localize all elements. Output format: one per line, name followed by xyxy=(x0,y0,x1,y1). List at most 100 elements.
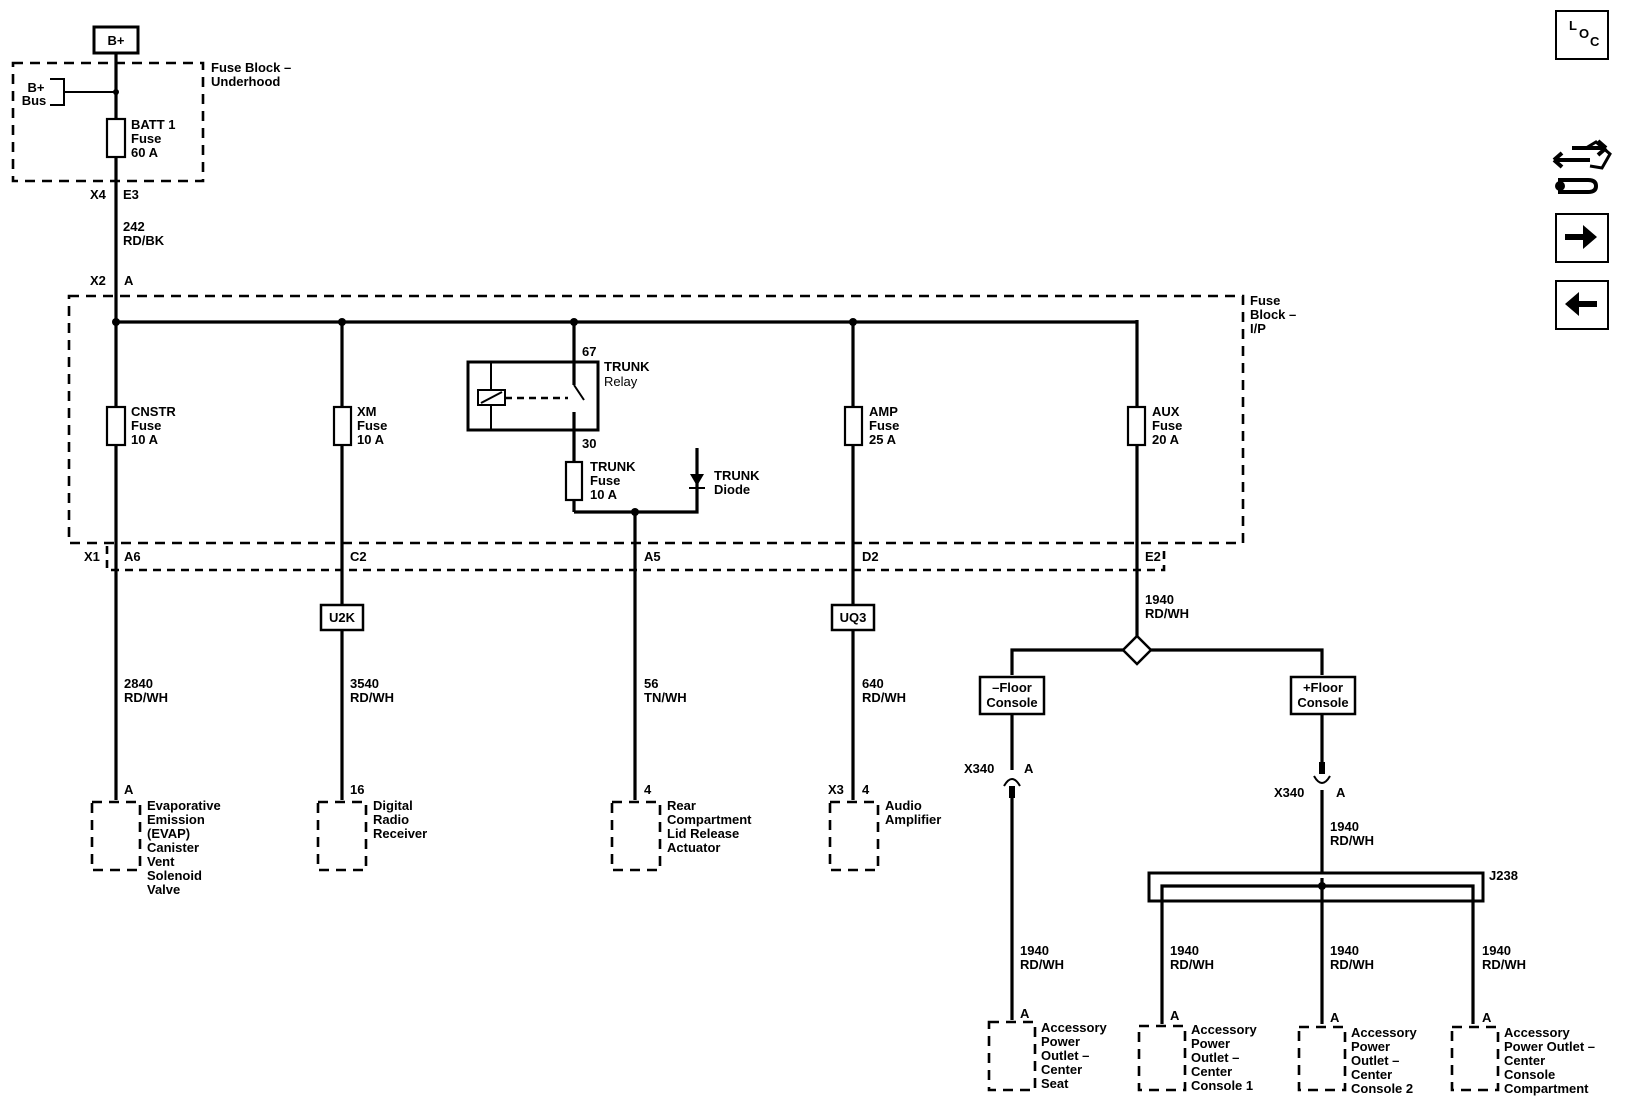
label-text: Amplifier xyxy=(885,812,941,827)
label-text: Emission xyxy=(147,812,205,827)
label-text: I/P xyxy=(1250,321,1266,336)
outlet-seat-pin: A xyxy=(1020,1006,1030,1021)
label-text: Center xyxy=(1351,1067,1392,1082)
label-text: 10 A xyxy=(590,487,618,502)
label-text: 242 xyxy=(123,219,145,234)
label-text: RD/WH xyxy=(1170,957,1214,972)
label-text: Fuse Block – xyxy=(211,60,291,75)
label-text: BATT 1 xyxy=(131,117,176,132)
label-text: RD/WH xyxy=(124,690,168,705)
label-text: Bus xyxy=(22,93,47,108)
label-text: Rear xyxy=(667,798,696,813)
label-text: 1940 xyxy=(1330,943,1359,958)
loc-letter: C xyxy=(1590,34,1600,49)
cnstr-fuse xyxy=(105,405,127,447)
connector-x1: X1 xyxy=(84,549,100,564)
label-text: AMP xyxy=(869,404,898,419)
connector-views-button[interactable] xyxy=(1550,138,1616,198)
label-text: Fuse xyxy=(1152,418,1182,433)
b-plus-bus-label: B+ Bus xyxy=(22,80,47,108)
trunk-fuse xyxy=(564,460,584,502)
outlet-center-seat xyxy=(987,1020,1037,1092)
label-text: Fuse xyxy=(1250,293,1280,308)
x340-right-label: X340 xyxy=(1274,785,1304,800)
amp-fuse xyxy=(843,405,864,447)
label-text: RD/WH xyxy=(1145,606,1189,621)
label-text: Console 2 xyxy=(1351,1081,1413,1096)
label-text: 10 A xyxy=(131,432,159,447)
aux-fuse xyxy=(1126,405,1147,447)
label-text: Diode xyxy=(714,482,750,497)
connector-x4: X4 xyxy=(90,187,107,202)
label-text: Fuse xyxy=(131,131,161,146)
relay-pin-67: 67 xyxy=(582,344,596,359)
label-text: Solenoid xyxy=(147,868,202,883)
label-text: Power xyxy=(1351,1039,1390,1054)
pin-a: A xyxy=(124,273,134,288)
outlet-center-console-2-label: Accessory Power Outlet – Center Console … xyxy=(1351,1025,1418,1096)
label-text: Valve xyxy=(147,882,180,897)
label-text: 1940 xyxy=(1145,592,1174,607)
wire-2840-label: 2840 RD/WH xyxy=(124,676,168,705)
label-text: Power Outlet – xyxy=(1504,1039,1595,1054)
aux-fuse-label: AUX Fuse 20 A xyxy=(1152,404,1182,447)
label-text: RD/BK xyxy=(123,233,165,248)
outlet-center-console-compartment-label: Accessory Power Outlet – Center Console … xyxy=(1504,1025,1595,1096)
label-text: TRUNK xyxy=(714,468,760,483)
label-text: RD/WH xyxy=(1482,957,1526,972)
rear-lid-component xyxy=(610,800,662,872)
label-text: Center xyxy=(1041,1062,1082,1077)
label-text: Center xyxy=(1504,1053,1545,1068)
fuse-block-underhood-outline xyxy=(11,61,205,183)
x340-left-pin: A xyxy=(1024,761,1034,776)
console-branch-wire xyxy=(1010,648,1324,675)
label-text: Console 1 xyxy=(1191,1078,1253,1093)
wire-1940-console2-label: 1940 RD/WH xyxy=(1330,943,1374,972)
pin-a6: A6 xyxy=(124,549,141,564)
label-text: Fuse xyxy=(590,473,620,488)
b-plus-terminal: B+ xyxy=(92,25,140,55)
label-text: Digital xyxy=(373,798,413,813)
label-text: 56 xyxy=(644,676,658,691)
label-text: Lid Release xyxy=(667,826,739,841)
wire-1940-mid-label: 1940 RD/WH xyxy=(1330,819,1374,848)
audio-amp-component xyxy=(828,800,880,872)
wire-1940-seat-label: 1940 RD/WH xyxy=(1020,943,1064,972)
audio-amp-label: Audio Amplifier xyxy=(885,798,941,827)
connector-views-icon xyxy=(1552,139,1612,194)
label-text: TN/WH xyxy=(644,690,687,705)
label-text: Fuse xyxy=(131,418,161,433)
label-text: Fuse xyxy=(357,418,387,433)
fuse-block-ip-outline xyxy=(67,294,1245,545)
label-text: Receiver xyxy=(373,826,427,841)
label-text: Block – xyxy=(1250,307,1296,322)
option-u2k: U2K xyxy=(319,603,365,632)
fuse-block-underhood-label: Fuse Block – Underhood xyxy=(211,60,291,89)
label-text: 10 A xyxy=(357,432,385,447)
next-page-icon xyxy=(1565,225,1597,249)
trunk-relay xyxy=(466,360,600,432)
label-text: Underhood xyxy=(211,74,280,89)
pin-d2: D2 xyxy=(862,549,879,564)
label-text: –Floor xyxy=(992,680,1032,695)
label-text: Accessory xyxy=(1191,1022,1258,1037)
wire-56-label: 56 TN/WH xyxy=(644,676,687,705)
wire-242-label: 242 RD/BK xyxy=(123,219,165,248)
label-text: Compartment xyxy=(1504,1081,1589,1096)
pin-c2: C2 xyxy=(350,549,367,564)
label-text: RD/WH xyxy=(1020,957,1064,972)
label-text: 1940 xyxy=(1020,943,1049,958)
wire-1940-console1-label: 1940 RD/WH xyxy=(1170,943,1214,972)
label-text: CNSTR xyxy=(131,404,176,419)
previous-page-button[interactable] xyxy=(1555,280,1609,330)
xm-fuse xyxy=(332,405,353,447)
x340-left-label: X340 xyxy=(964,761,994,776)
next-page-button[interactable] xyxy=(1555,213,1609,263)
pin-e3: E3 xyxy=(123,187,139,202)
splice-j238-label: J238 xyxy=(1489,868,1518,883)
label-text: Center xyxy=(1191,1064,1232,1079)
label-text: Console xyxy=(1297,695,1348,710)
outlet-center-seat-label: Accessory Power Outlet – Center Seat xyxy=(1041,1020,1108,1091)
audio-amp-pin: 4 xyxy=(862,782,870,797)
loc-button[interactable]: L O C xyxy=(1555,10,1609,60)
